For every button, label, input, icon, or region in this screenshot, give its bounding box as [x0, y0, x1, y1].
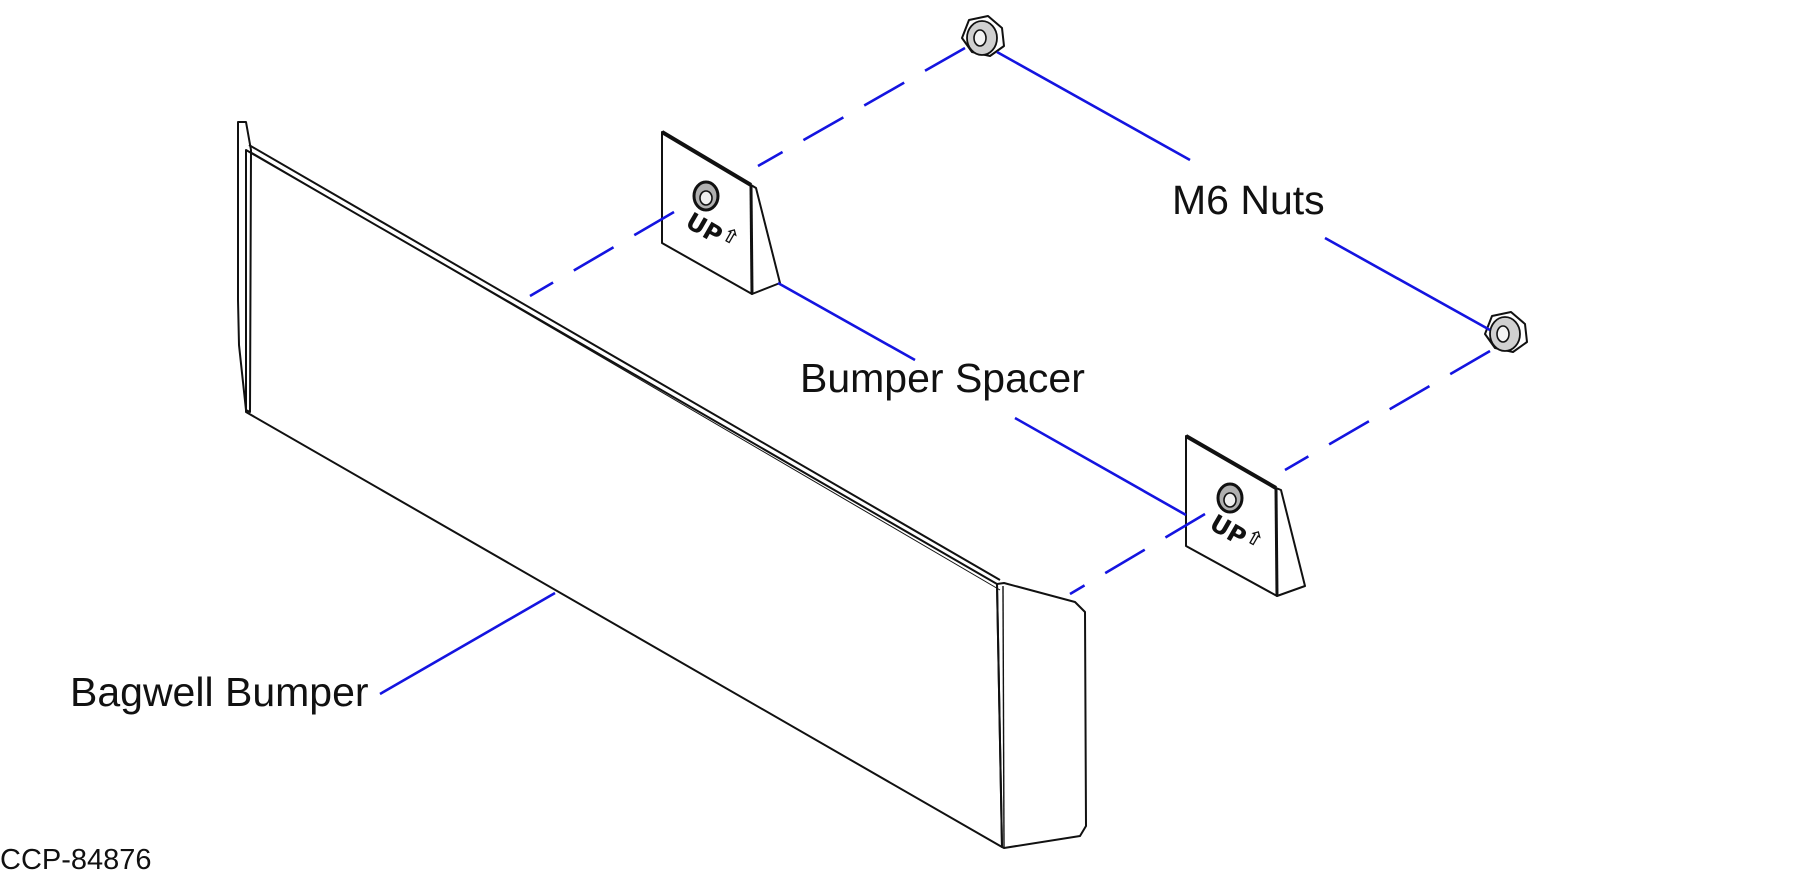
bumper-front-face	[245, 149, 1003, 848]
figure-id: CCP-84876	[0, 844, 152, 876]
assembly-axis-upper	[529, 46, 966, 298]
leader-spacer-lower	[1014, 416, 1187, 517]
leader-spacer-upper	[777, 281, 916, 362]
callout-bumper-spacer: Bumper Spacer	[800, 355, 1085, 401]
callout-bagwell-bumper: Bagwell Bumper	[70, 669, 369, 715]
callout-m6-nuts: M6 Nuts	[1172, 177, 1325, 223]
leader-nuts-upper	[996, 50, 1191, 162]
spacer-lower-side	[1275, 487, 1306, 597]
leader-bumper	[379, 591, 556, 696]
spacer-upper-side	[750, 184, 781, 295]
m6-nut-upper	[961, 15, 1005, 57]
bagwell-bumper	[237, 121, 1087, 849]
bumper-spacer-upper: UP ⇧	[660, 130, 781, 295]
assembly-axis-lower	[1069, 349, 1491, 596]
leader-nuts-lower	[1324, 236, 1491, 332]
bumper-left-flange	[237, 121, 252, 413]
bumper-top-lip	[248, 144, 1001, 581]
bumper-right-end	[996, 582, 1087, 849]
m6-nut-lower	[1484, 311, 1528, 353]
